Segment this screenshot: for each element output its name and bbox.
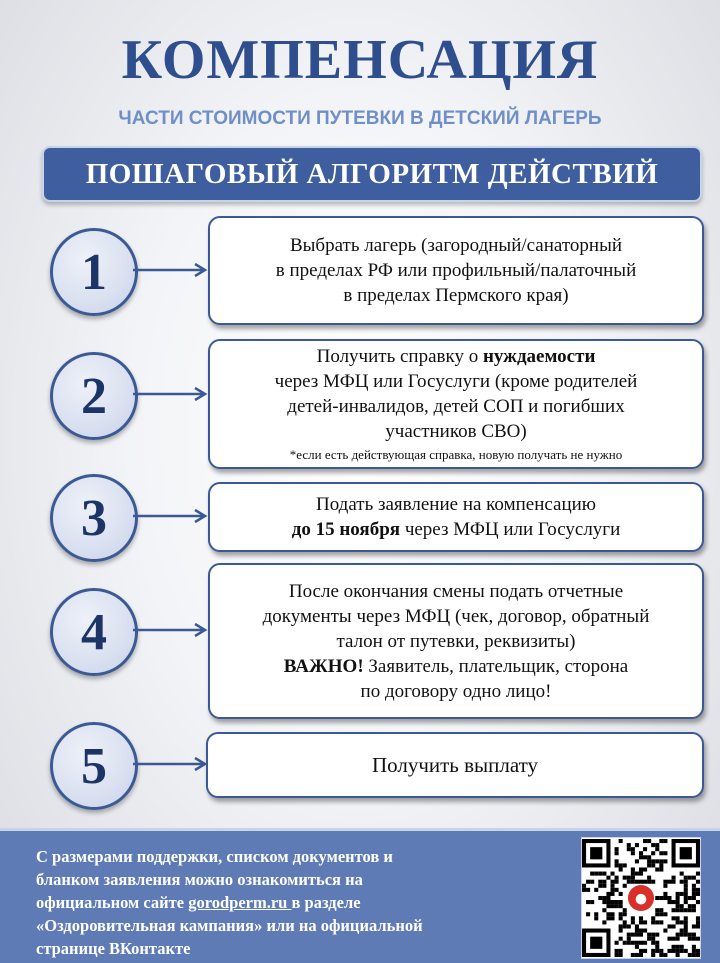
- qr-code-icon[interactable]: [581, 837, 701, 959]
- step-3-box: Подать заявление на компенсацию до 15 но…: [208, 482, 704, 552]
- step-2-text-bold: нуждаемости: [482, 346, 596, 367]
- step-2-note: *если есть действующая справка, новую по…: [289, 447, 623, 462]
- footer-line-4: «Оздоровительная кампания» или на официа…: [36, 916, 423, 935]
- page-title: КОМПЕНСАЦИЯ: [121, 29, 599, 91]
- step-4-text-line-2: документы через МФЦ (чек, договор, обрат…: [262, 605, 650, 627]
- step-1-text-line-2: в пределах РФ или профильный/палаточный: [275, 260, 637, 281]
- step-2-box: Получить справку о нуждаемости через МФЦ…: [208, 339, 704, 469]
- step-3-text-line-1: Подать заявление на компенсацию: [315, 494, 596, 515]
- footer-line-3: официальном сайте gorodperm.ru в разделе: [36, 891, 581, 914]
- footer-panel: С размерами поддержки, списком документо…: [0, 828, 720, 963]
- arrow-right-icon: [133, 386, 208, 402]
- step-5-box: Получить выплату: [206, 732, 704, 798]
- step-4-text-line-1: После окончания смены подать отчетные: [288, 580, 624, 602]
- step-4-box: После окончания смены подать отчетные до…: [208, 563, 704, 719]
- step-3-text-rest: через МФЦ или Госуслуги: [400, 519, 621, 540]
- step-1-number: 1: [50, 228, 138, 316]
- arrow-right-icon: [133, 756, 208, 772]
- step-4-text-rest: Заявитель, плательщик, сторона: [363, 655, 629, 677]
- step-1-text-line-3: в пределах Пермского края): [343, 285, 569, 306]
- footer-line-5: странице ВКонтакте: [36, 939, 191, 958]
- step-4-text-line-3: талон от путевки, реквизиты): [336, 630, 576, 652]
- step-4-text-line-5: по договору одно лицо!: [360, 680, 552, 702]
- algorithm-banner: ПОШАГОВЫЙ АЛГОРИТМ ДЕЙСТВИЙ: [42, 146, 702, 202]
- footer-text: С размерами поддержки, списком документо…: [36, 845, 581, 960]
- step-3-text-line-2: до 15 ноября через МФЦ или Госуслуги: [292, 517, 621, 542]
- footer-line-3-prefix: официальном сайте: [36, 893, 189, 912]
- step-2-text-line-3: детей-инвалидов, детей СОП и погибших: [287, 396, 625, 417]
- step-2-text-line-4: участников СВО): [385, 421, 527, 442]
- arrow-right-icon: [133, 508, 208, 524]
- step-4-text-line-4: ВАЖНО! Заявитель, плательщик, сторона: [284, 654, 628, 679]
- step-3-number: 3: [50, 474, 138, 562]
- step-2-text-prefix: Получить справку о: [316, 346, 483, 367]
- step-3-deadline: до 15 ноября: [291, 519, 401, 540]
- step-1-box: Выбрать лагерь (загородный/санаторный в …: [208, 216, 704, 325]
- step-5-number: 5: [50, 722, 138, 810]
- step-2-number: 2: [50, 352, 138, 440]
- website-link[interactable]: gorodperm.ru: [188, 893, 292, 912]
- page-subtitle: ЧАСТИ СТОИМОСТИ ПУТЕВКИ В ДЕТСКИЙ ЛАГЕРЬ: [118, 108, 602, 129]
- arrow-right-icon: [133, 622, 208, 638]
- step-2-text-line-2: через МФЦ или Госуслуги (кроме родителей: [274, 371, 638, 392]
- step-1-text-line-1: Выбрать лагерь (загородный/санаторный: [289, 235, 623, 256]
- step-5-text-line-1: Получить выплату: [371, 752, 539, 777]
- footer-line-2: бланком заявления можно ознакомиться на: [36, 870, 363, 889]
- qr-code-graphic: [582, 839, 700, 957]
- footer-line-1: С размерами поддержки, списком документо…: [36, 847, 393, 866]
- footer-line-3-rest: в разделе: [291, 893, 361, 912]
- step-2-text-line-1: Получить справку о нуждаемости: [317, 344, 596, 369]
- step-4-number: 4: [50, 588, 138, 676]
- arrow-right-icon: [133, 262, 208, 278]
- step-4-important: ВАЖНО!: [283, 655, 364, 677]
